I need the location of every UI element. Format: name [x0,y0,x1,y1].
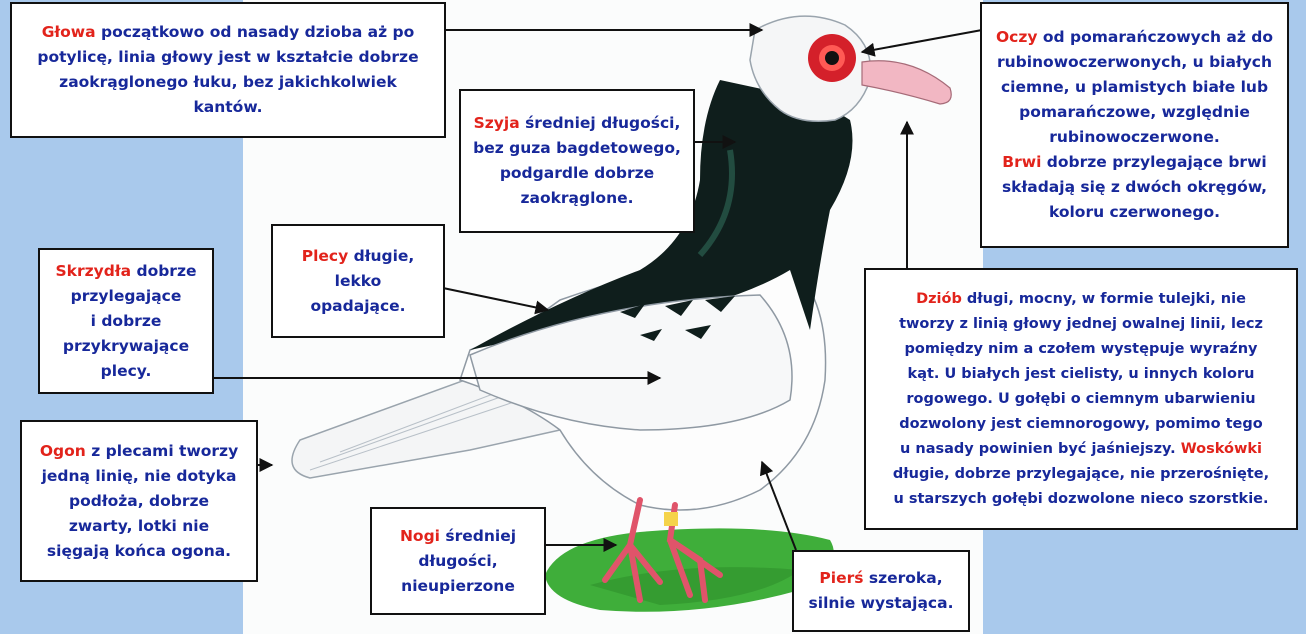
label-skrzydla: Skrzydła dobrze przylegające i dobrze pr… [38,248,214,394]
arrow-plecy [442,287,550,315]
keyword-dziob: Dziób [916,290,962,307]
label-dziob: Dziób długi, mocny, w formie tulejki, ni… [864,268,1298,530]
arrow-oczy [860,29,983,57]
keyword-glowa: Głowa [41,23,96,41]
legs [602,497,723,603]
wing-dark-patches [620,296,735,341]
keyword-woskowki: Woskówki [1180,440,1262,457]
keyword-brwi: Brwi [1002,153,1042,171]
label-plecy: Plecy długie, lekko opadające. [271,224,445,338]
label-szyja: Szyja średniej długości, bez guza bagdet… [459,89,695,233]
keyword-ogon: Ogon [39,441,86,460]
keyword-plecy: Plecy [301,246,349,265]
neck-sheen [697,149,735,257]
keyword-skrzydla: Skrzydła [55,261,132,280]
grass-shadow [590,567,800,605]
beak [861,60,952,105]
label-piers: Pierś szeroka, silnie wystająca. [792,550,970,632]
wing [469,294,793,431]
keyword-nogi: Nogi [399,526,440,545]
label-ogon: Ogon z plecami tworzy jedną linię, nie d… [20,420,258,582]
keyword-piers: Pierś [819,569,864,587]
arrow-piers [760,460,797,551]
label-oczy: Oczy od pomarańczowych aż do rubinowocze… [980,2,1289,248]
pupil [825,51,839,65]
keyword-oczy: Oczy [995,28,1038,46]
leg-ring [664,512,678,526]
neck-dark [470,80,853,350]
keyword-szyja: Szyja [473,114,520,132]
label-nogi: Nogi średniej długości, nieupierzone [370,507,546,615]
label-glowa: Głowa początkowo od nasady dzioba aż po … [10,2,446,138]
